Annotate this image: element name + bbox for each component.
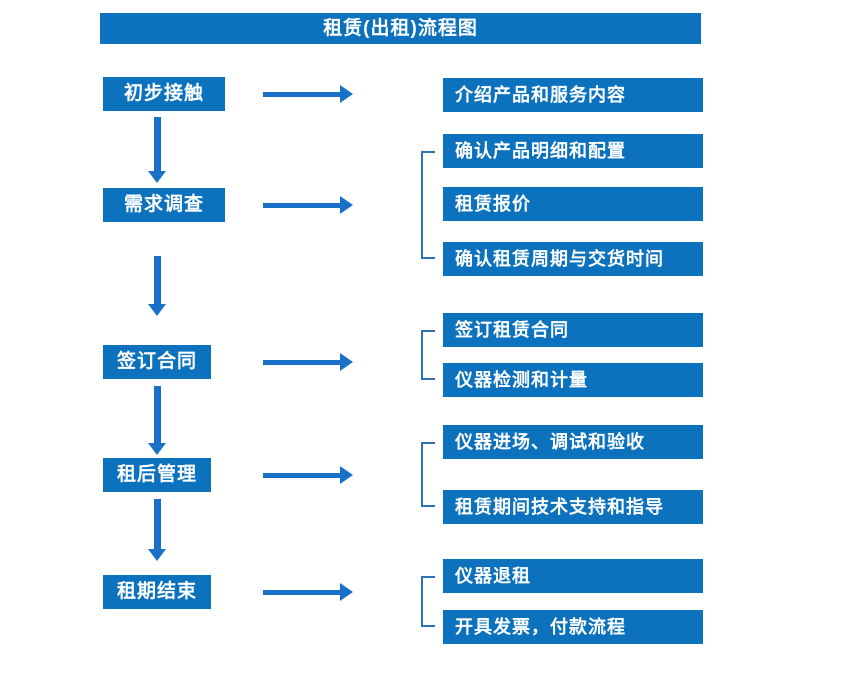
flowchart-title: 租赁(出租)流程图 — [100, 13, 701, 44]
stage-box-rental-end: 租期结束 — [103, 575, 211, 609]
down-arrow-2 — [148, 256, 166, 316]
stage-box-demand-survey: 需求调查 — [103, 188, 225, 222]
arrow-shaft — [153, 499, 161, 549]
arrow-shaft — [263, 589, 340, 595]
arrow-shaft — [263, 91, 340, 97]
arrow-head-right-icon — [340, 583, 353, 601]
detail-box-tech-support: 租赁期间技术支持和指导 — [443, 490, 703, 524]
arrow-shaft — [153, 386, 161, 443]
detail-box-confirm-config: 确认产品明细和配置 — [443, 134, 703, 168]
arrow-head-right-icon — [340, 85, 353, 103]
arrow-head-down-icon — [148, 443, 166, 455]
detail-box-confirm-period: 确认租赁周期与交货时间 — [443, 242, 703, 276]
detail-box-rental-quote: 租赁报价 — [443, 187, 703, 221]
right-arrow-5 — [263, 583, 353, 601]
detail-box-instrument-setup: 仪器进场、调试和验收 — [443, 425, 703, 459]
arrow-shaft — [153, 117, 161, 171]
down-arrow-1 — [148, 117, 166, 183]
detail-box-intro-products: 介绍产品和服务内容 — [443, 78, 703, 112]
bracket-group-5 — [421, 576, 435, 627]
arrow-shaft — [263, 359, 340, 365]
arrow-head-down-icon — [148, 304, 166, 316]
arrow-head-down-icon — [148, 171, 166, 183]
arrow-shaft — [153, 256, 161, 304]
right-arrow-1 — [263, 85, 353, 103]
bracket-group-4 — [421, 442, 435, 507]
bracket-group-2 — [421, 151, 435, 259]
arrow-head-right-icon — [340, 466, 353, 484]
detail-box-sign-rental-contract: 签订租赁合同 — [443, 313, 703, 347]
detail-box-invoice-payment: 开具发票，付款流程 — [443, 610, 703, 644]
arrow-shaft — [263, 202, 340, 208]
stage-box-sign-contract: 签订合同 — [103, 345, 211, 379]
arrow-shaft — [263, 472, 340, 478]
down-arrow-4 — [148, 499, 166, 561]
detail-box-instrument-return: 仪器退租 — [443, 559, 703, 593]
right-arrow-4 — [263, 466, 353, 484]
right-arrow-3 — [263, 353, 353, 371]
arrow-head-down-icon — [148, 549, 166, 561]
stage-box-post-rental-mgmt: 租后管理 — [103, 458, 211, 492]
stage-box-initial-contact: 初步接触 — [103, 77, 225, 111]
bracket-group-3 — [421, 330, 435, 380]
right-arrow-2 — [263, 196, 353, 214]
detail-box-instrument-testing: 仪器检测和计量 — [443, 363, 703, 397]
down-arrow-3 — [148, 386, 166, 455]
arrow-head-right-icon — [340, 353, 353, 371]
arrow-head-right-icon — [340, 196, 353, 214]
